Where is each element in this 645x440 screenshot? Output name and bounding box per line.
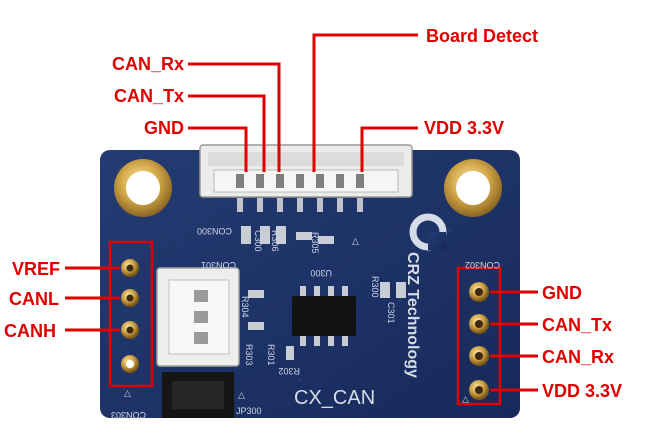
r301-label: R301 (266, 344, 276, 366)
label-can-rx-top: CAN_Rx (112, 54, 184, 74)
silkscreen-text: CX_CAN CRZ Technology CON300 CON301 CON3… (111, 226, 500, 420)
leader-vdd-top (360, 126, 418, 172)
jp300-label: JP300 (236, 406, 262, 416)
u300-label: U300 (310, 268, 332, 278)
r300-label: R300 (370, 276, 380, 298)
smd-components (241, 226, 406, 360)
label-can-rx-right: CAN_Rx (542, 347, 614, 367)
label-vdd-top: VDD 3.3V (424, 118, 504, 138)
r304-label: R304 (240, 296, 250, 318)
r306-label: R306 (270, 230, 280, 252)
label-canh: CANH (4, 321, 56, 341)
leader-gnd-top (188, 126, 248, 172)
c300-label: C300 (253, 230, 263, 252)
triangle-mark-top: △ (352, 236, 359, 246)
c301-label: C301 (386, 302, 396, 324)
label-vdd-right: VDD 3.3V (542, 381, 622, 401)
top-connector (199, 144, 413, 212)
con302-label: CON302 (465, 260, 500, 270)
r303-label: R303 (244, 344, 254, 366)
leader-board-detect (312, 33, 418, 172)
r305-label: R305 (310, 232, 320, 254)
mounting-hole-left (114, 159, 172, 217)
right-header (456, 266, 502, 406)
con300-label: CON300 (197, 226, 232, 236)
label-gnd-top: GND (144, 118, 184, 138)
triangle-mark-right: △ (462, 394, 469, 404)
triangle-mark-left: △ (124, 388, 131, 398)
label-canl: CANL (9, 289, 59, 309)
brand-name: CRZ Technology (404, 252, 421, 378)
ic-chip (292, 286, 356, 346)
label-can-tx-right: CAN_Tx (542, 315, 612, 335)
con303-label: CON303 (111, 410, 146, 420)
leader-can-rx (188, 62, 281, 172)
leader-lines (65, 33, 538, 392)
leader-can-tx (188, 94, 266, 172)
side-connector (156, 267, 240, 367)
label-vref: VREF (12, 259, 60, 279)
jumper (162, 372, 234, 418)
label-gnd-right: GND (542, 283, 582, 303)
triangle-mark-jp: △ (238, 390, 245, 400)
mounting-hole-right (444, 159, 502, 217)
label-board-detect: Board Detect (426, 26, 538, 46)
r302-label: R302 (278, 366, 300, 376)
left-header (108, 240, 154, 388)
label-can-tx-top: CAN_Tx (114, 86, 184, 106)
board-name: CX_CAN (294, 387, 375, 409)
callout-labels: CAN_Rx CAN_Tx GND Board Detect VDD 3.3V … (4, 26, 622, 401)
brand-logo (409, 213, 447, 251)
con301-label: CON301 (201, 260, 236, 270)
